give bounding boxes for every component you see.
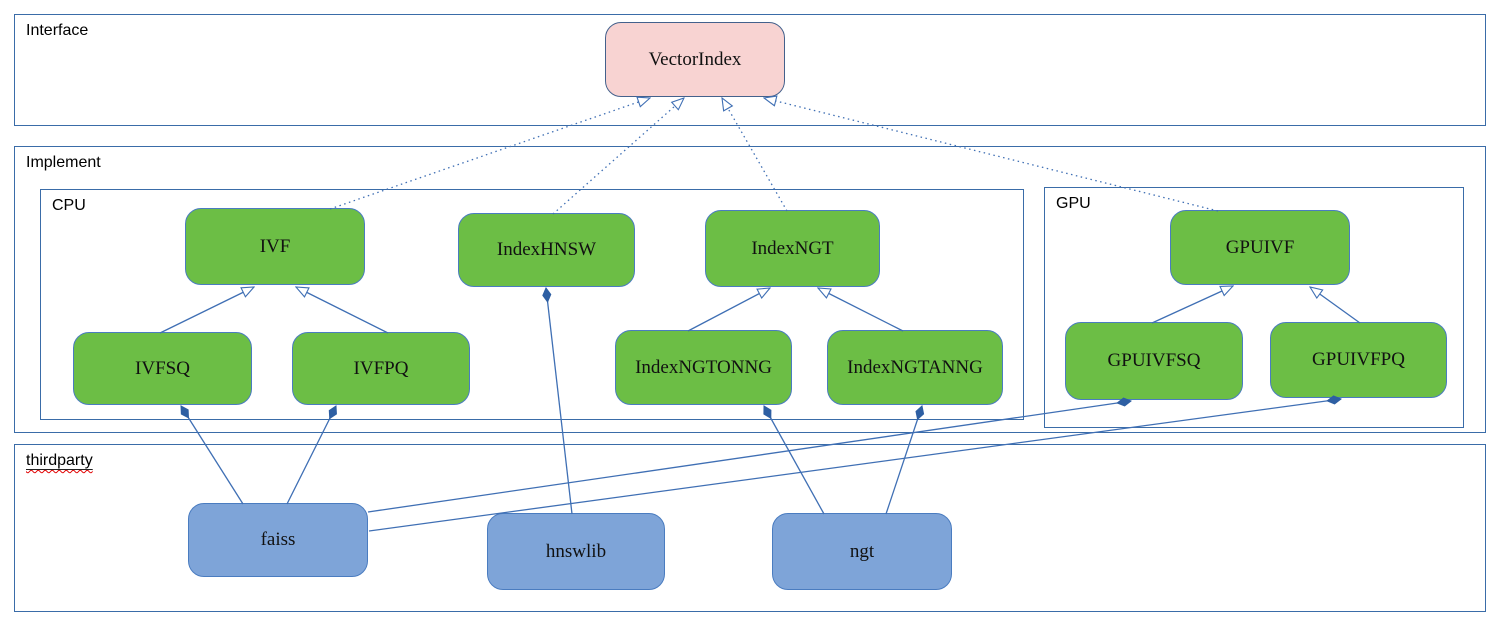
- node-indexngtonng: IndexNGTONNG: [615, 330, 792, 405]
- node-gpuivf: GPUIVF: [1170, 210, 1350, 285]
- node-ivf: IVF: [185, 208, 365, 285]
- node-hnswlib: hnswlib: [487, 513, 665, 590]
- container-interface-label: Interface: [26, 22, 89, 39]
- node-vectorindex: VectorIndex: [605, 22, 785, 97]
- container-thirdparty-label: thirdparty: [26, 452, 93, 469]
- container-cpu-label: CPU: [52, 197, 86, 214]
- node-indexngt: IndexNGT: [705, 210, 880, 287]
- node-gpuivfpq: GPUIVFPQ: [1270, 322, 1447, 398]
- node-faiss: faiss: [188, 503, 368, 577]
- container-gpu-label: GPU: [1056, 195, 1091, 212]
- container-implement-label: Implement: [26, 154, 101, 171]
- node-ivfpq: IVFPQ: [292, 332, 470, 405]
- node-indexngtanng: IndexNGTANNG: [827, 330, 1003, 405]
- node-indexhnsw: IndexHNSW: [458, 213, 635, 287]
- node-ngt: ngt: [772, 513, 952, 590]
- node-gpuivfsq: GPUIVFSQ: [1065, 322, 1243, 400]
- node-ivfsq: IVFSQ: [73, 332, 252, 405]
